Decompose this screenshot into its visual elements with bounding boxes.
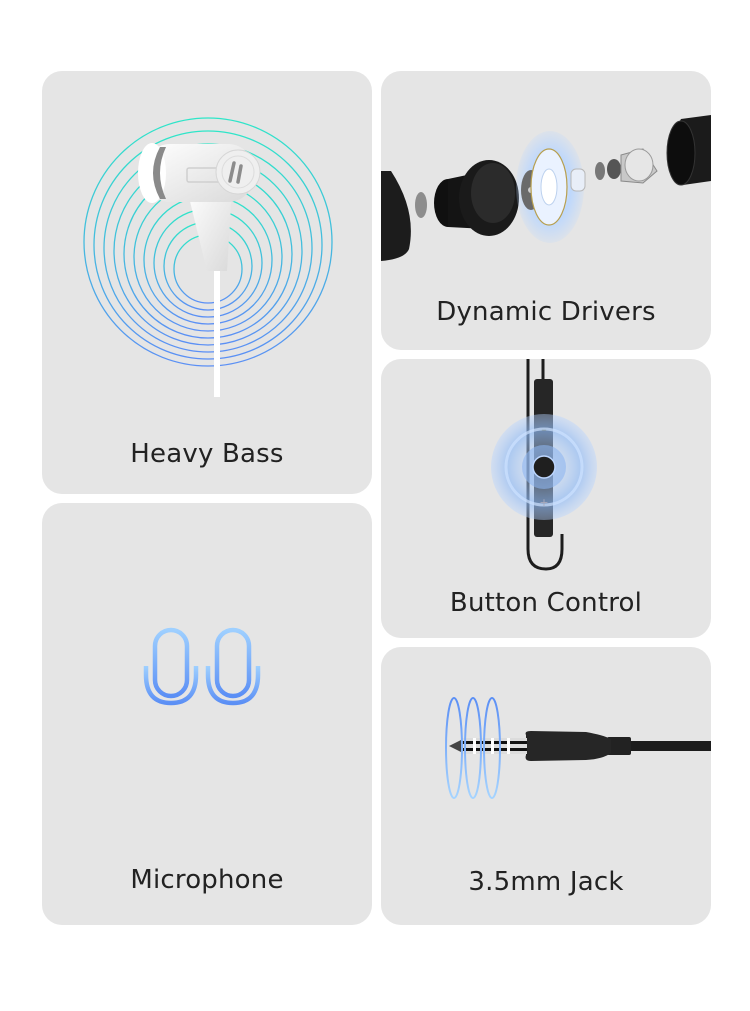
feature-label: Heavy Bass [130,439,284,469]
feature-card-button-control: – + Button Control [381,359,711,638]
feature-card-heavy-bass: Heavy Bass [42,71,372,494]
dual-microphone-icon [43,627,370,732]
exploded-driver-icon [381,115,711,261]
feature-label: 3.5mm Jack [468,867,624,897]
feature-card-microphone: Microphone [42,503,372,925]
inline-remote-icon: – + [491,359,597,571]
feature-label: Dynamic Drivers [436,297,656,327]
feature-label: Microphone [130,865,284,895]
feature-label: Button Control [449,588,643,618]
svg-text:+: + [539,496,548,509]
feature-card-dynamic-drivers: Dynamic Drivers [381,71,711,350]
feature-card-jack: 3.5mm Jack [381,647,711,925]
audio-jack-icon [445,697,711,799]
earbud-soundwave-icon [83,117,333,397]
svg-text:–: – [541,423,547,436]
